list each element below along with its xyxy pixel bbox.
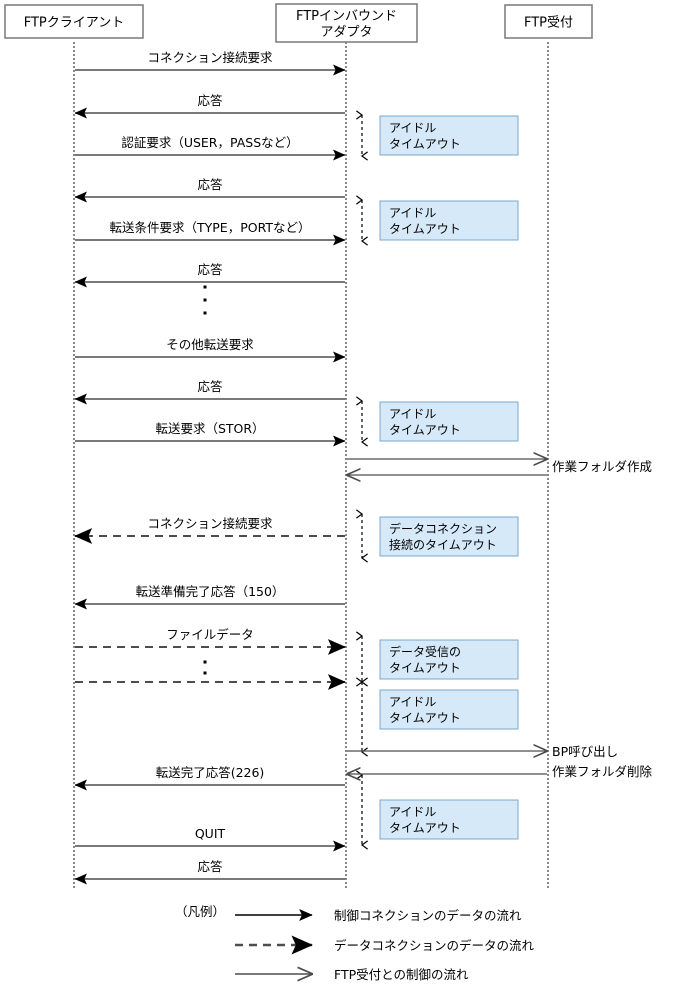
timeout-box — [379, 115, 519, 156]
message-m4: 応答 — [74, 177, 345, 203]
participant-client[interactable]: FTPクライアント — [4, 4, 144, 39]
ellipsis-dot-e2-0 — [203, 660, 207, 664]
timeout-label: アイドル — [389, 695, 436, 709]
message-label: QUIT — [195, 826, 226, 841]
ellipsis-dot-e1-0 — [203, 285, 207, 289]
message-label: 転送条件要求（TYPE，PORTなど） — [110, 220, 311, 235]
timeout-box — [379, 799, 519, 840]
timeout-label: アイドル — [389, 407, 436, 421]
legend-label: 制御コネクションのデータの流れ — [334, 908, 522, 923]
timeout-label: タイムアウト — [389, 821, 461, 835]
ellipsis-dot-e1-1 — [203, 298, 207, 302]
timeout-box — [379, 516, 519, 557]
message-label: 応答 — [197, 93, 223, 108]
message-m20: 応答 — [74, 859, 345, 885]
message-label: 応答 — [197, 859, 223, 874]
message-label: 転送準備完了応答（150） — [136, 584, 285, 599]
timeouts-layer: アイドルタイムアウトアイドルタイムアウトアイドルタイムアウトデータコネクション接… — [362, 115, 519, 845]
legend-label: FTP受付との制御の流れ — [334, 967, 469, 982]
ellipsis-dot-e1-2 — [203, 311, 207, 315]
message-m2: 応答 — [74, 93, 345, 119]
message-label: 認証要求（USER，PASSなど） — [121, 135, 298, 150]
legend-item-lg2: データコネクションのデータの流れ — [235, 935, 535, 955]
participant-box-reception — [504, 4, 593, 39]
participant-reception[interactable]: FTP受付 — [504, 4, 593, 39]
timeout-box — [379, 689, 519, 730]
timeout-label: アイドル — [389, 206, 436, 220]
legend-item-lg1: 制御コネクションのデータの流れ — [235, 908, 522, 923]
timeout-label: アイドル — [389, 121, 436, 135]
message-m1: コネクション接続要求 — [75, 50, 346, 76]
timeout-label: データコネクション — [389, 521, 497, 536]
message-label: ファイルデータ — [166, 627, 254, 642]
timeout-label: タイムアウト — [389, 711, 461, 725]
timeout-label: 接続のタイムアウト — [389, 537, 497, 552]
legend-title: （凡例） — [175, 904, 225, 919]
message-label: 応答 — [197, 262, 223, 277]
message-label: 転送完了応答(226) — [156, 765, 265, 780]
timeout-label: タイムアウト — [389, 222, 461, 236]
lifelines-layer — [73, 42, 549, 890]
legend-label: データコネクションのデータの流れ — [334, 938, 535, 953]
participant-box-client — [4, 4, 144, 39]
message-m5: 転送条件要求（TYPE，PORTなど） — [75, 220, 346, 246]
message-label: 転送要求（STOR） — [155, 421, 264, 436]
side-label-s2: BP呼び出し — [552, 744, 618, 759]
message-m14: ファイルデータ — [75, 627, 346, 655]
participant-label-adapter: アダプタ — [320, 25, 372, 40]
message-label: 応答 — [197, 379, 223, 394]
participant-box-adapter — [275, 3, 418, 43]
side-label-s3: 作業フォルダ削除 — [552, 764, 653, 779]
side-label-s1: 作業フォルダ作成 — [552, 459, 652, 474]
participant-label-client: FTPクライアント — [24, 16, 125, 31]
message-m9: 転送要求（STOR） — [75, 421, 346, 447]
participant-label-adapter: FTPインバウンド — [296, 9, 397, 24]
participant-label-reception: FTP受付 — [524, 16, 573, 31]
ellipsis-dot-e2-1 — [203, 671, 207, 675]
message-m12: コネクション接続要求 — [74, 516, 345, 544]
timeout-box — [379, 200, 519, 241]
legend-item-lg3: FTP受付との制御の流れ — [235, 967, 469, 982]
timeout-label: タイムアウト — [389, 661, 461, 675]
message-label: 応答 — [197, 177, 223, 192]
message-m8: 応答 — [74, 379, 345, 405]
message-label: その他転送要求 — [166, 337, 254, 352]
timeout-label: タイムアウト — [389, 423, 461, 437]
timeout-label: アイドル — [389, 805, 436, 819]
timeout-box — [379, 401, 519, 442]
message-label: コネクション接続要求 — [147, 516, 273, 531]
message-m19: QUIT — [75, 826, 346, 852]
timeout-label: データ受信の — [389, 644, 461, 659]
messages-layer: コネクション接続要求応答認証要求（USER，PASSなど）応答転送条件要求（TY… — [74, 50, 653, 885]
message-m7: その他転送要求 — [75, 337, 346, 363]
message-m6: 応答 — [74, 262, 345, 288]
message-m18: 転送完了応答(226) — [74, 765, 345, 791]
timeout-label: タイムアウト — [389, 137, 461, 151]
message-m3: 認証要求（USER，PASSなど） — [75, 135, 346, 161]
message-label: コネクション接続要求 — [147, 50, 273, 65]
timeout-box — [379, 639, 519, 680]
message-m13: 転送準備完了応答（150） — [74, 584, 345, 610]
